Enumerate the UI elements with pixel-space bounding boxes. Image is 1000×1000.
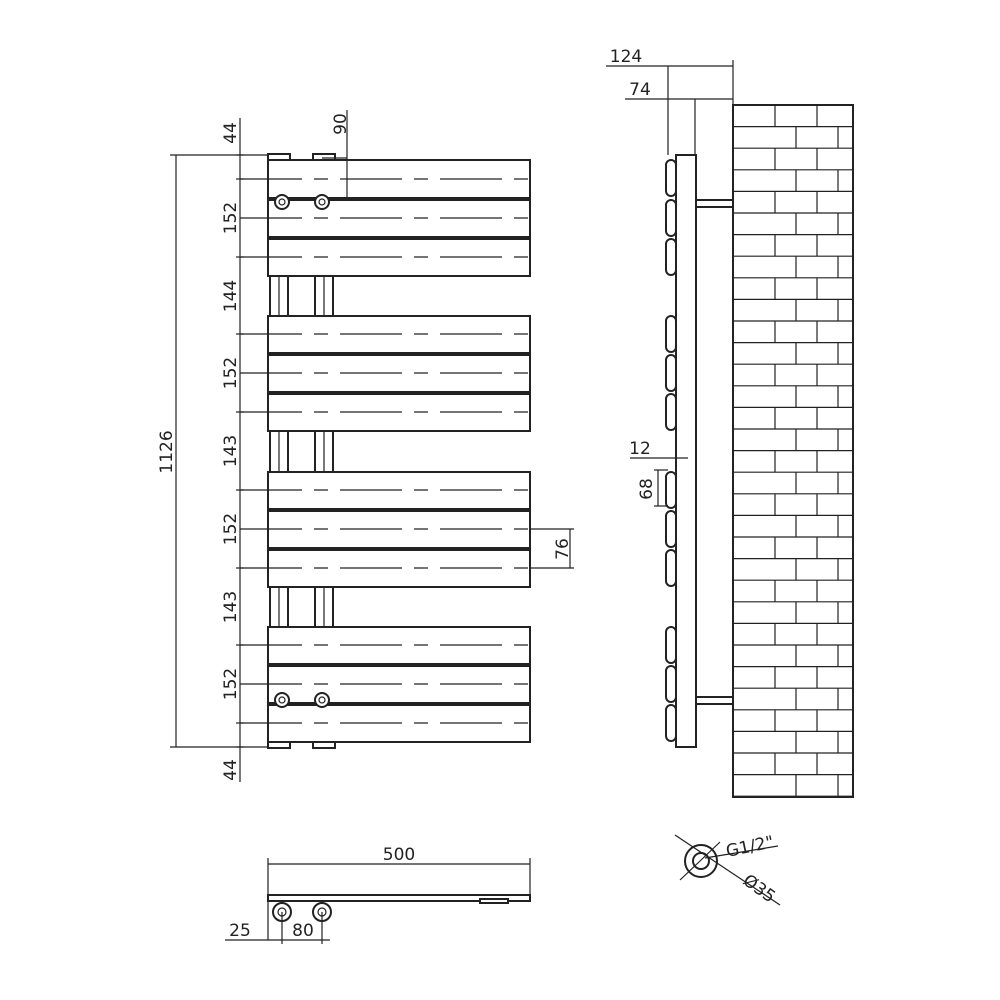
gap-3-height-label: 143 — [221, 591, 241, 623]
segment-ticks — [236, 154, 244, 748]
side-bar-profile — [665, 626, 677, 664]
side-bar-profile — [665, 199, 677, 237]
pipe-spacing-label: 90 — [331, 113, 351, 135]
side-bar-profile — [665, 315, 677, 353]
valve-detail: G1/2" Ø35 — [674, 832, 781, 908]
side-bar-profile — [665, 510, 677, 548]
diameter-label: Ø35 — [739, 871, 779, 908]
edge-offset-label: 25 — [229, 921, 251, 941]
gap-1-height-label: 144 — [221, 280, 241, 312]
side-bar-profile — [665, 393, 677, 431]
bar-centre-lines — [240, 178, 530, 724]
side-bar-profile — [665, 549, 677, 587]
thread-label: G1/2" — [724, 832, 775, 862]
overall-depth-label: 124 — [610, 47, 642, 67]
top-connection-nuts — [274, 194, 330, 210]
group-3-height-label: 152 — [221, 513, 241, 545]
bottom-margin-label: 44 — [221, 759, 241, 781]
side-view: 124 74 12 68 — [606, 47, 854, 798]
side-bar-profile — [665, 665, 677, 703]
bracket-offset-label: 12 — [629, 439, 651, 459]
group-4-height-label: 152 — [221, 668, 241, 700]
side-bar-profiles — [665, 159, 677, 742]
side-bar-profile — [665, 471, 677, 509]
wall-to-panel-label: 74 — [629, 80, 651, 100]
side-bar-profile — [665, 238, 677, 276]
radiator-side-profile — [675, 154, 697, 748]
pipe-centres-label: 80 — [292, 921, 314, 941]
bottom-view: 500 25 80 — [225, 845, 531, 944]
side-bar-profile — [665, 704, 677, 742]
bottom-connection-nuts — [274, 692, 330, 708]
width-label: 500 — [383, 845, 415, 865]
overall-height-label: 1126 — [157, 430, 177, 473]
top-margin-label: 44 — [221, 122, 241, 144]
brick-pattern — [733, 105, 853, 797]
gap-2-height-label: 143 — [221, 435, 241, 467]
front-view: 90 1126 44 152 144 152 143 152 143 152 4… — [157, 110, 574, 782]
group-2-height-label: 152 — [221, 357, 241, 389]
side-bar-profile — [665, 354, 677, 392]
side-bar-profile — [665, 159, 677, 197]
bar-depth-label: 76 — [553, 538, 573, 560]
bracket-height-label: 68 — [637, 478, 657, 500]
wall-brackets — [695, 199, 734, 705]
group-1-height-label: 152 — [221, 202, 241, 234]
